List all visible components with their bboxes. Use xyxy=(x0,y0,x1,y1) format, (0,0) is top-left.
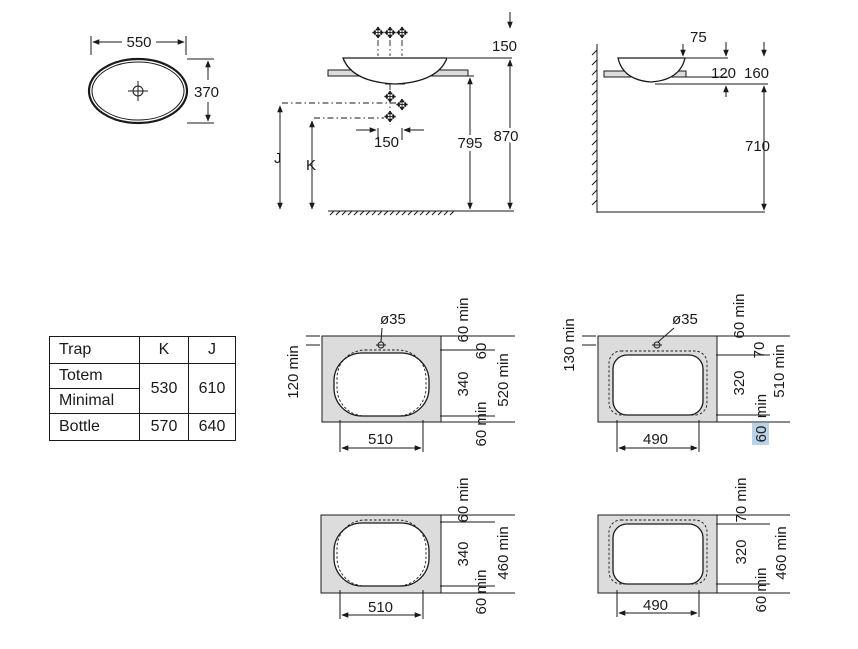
svg-text:✥: ✥ xyxy=(396,97,409,114)
tap-spacing-150: 150 xyxy=(374,134,399,151)
header-j: J xyxy=(188,336,236,364)
depth-dimension: 370 xyxy=(194,84,219,101)
cutout-d-460min: 460 min xyxy=(773,526,790,579)
selection-highlight xyxy=(752,423,769,445)
row-j-totem: 610 xyxy=(188,363,236,414)
cutout-b-70: 70 xyxy=(751,342,768,359)
cutout-a-d35: ø35 xyxy=(380,311,406,328)
cutout-c-340: 340 xyxy=(455,541,472,566)
header-k: K xyxy=(139,336,189,364)
cutout-d-opening xyxy=(612,523,704,585)
cutout-b-60b-min: min xyxy=(753,394,770,418)
cutout-a-520min: 520 min xyxy=(495,353,512,406)
svg-text:✥: ✥ xyxy=(384,25,397,42)
cutout-d-60bmin: 60 min xyxy=(753,567,770,612)
cutout-a-510: 510 xyxy=(368,431,393,448)
cutout-c-60bmin: 60 min xyxy=(473,569,490,614)
row-name-bottle: Bottle xyxy=(49,413,140,441)
cutout-b-opening xyxy=(612,354,704,416)
row-name-totem: Totem xyxy=(49,363,140,389)
row-k-bottle: 570 xyxy=(139,413,189,441)
side-dim-160: 160 xyxy=(744,65,769,82)
top-view: 550 370 xyxy=(87,34,219,125)
cutout-a-340: 340 xyxy=(455,371,472,396)
side-dim-120: 120 xyxy=(711,65,736,82)
svg-text:✥: ✥ xyxy=(396,25,409,42)
trap-table: Trap K J Totem 530 610 Minimal Bottle 57… xyxy=(49,336,236,441)
width-dimension: 550 xyxy=(126,34,151,51)
j-dimension: J xyxy=(274,150,282,167)
cutout-b-510min: 510 min xyxy=(771,344,788,397)
side-dim-75: 75 xyxy=(690,29,707,46)
cutout-a-opening xyxy=(333,352,430,417)
height-870: 870 xyxy=(493,128,518,145)
table-row: Bottle 570 640 xyxy=(49,413,236,441)
cutout-a-60min: 60 min xyxy=(455,297,472,342)
height-795: 795 xyxy=(457,135,482,152)
row-name-minimal: Minimal xyxy=(49,388,140,414)
basin-outer-outline xyxy=(87,57,189,125)
front-view: ✥ ✥ ✥ 150 ✥ ✥ ✥ 150 J K 795 xyxy=(274,12,522,216)
cutout-b: ø35 130 min 60 min 70 320 510 min 60 min… xyxy=(561,293,790,452)
cutout-c-opening xyxy=(333,522,430,587)
side-dim-710: 710 xyxy=(745,138,770,155)
table-header-row: Trap K J xyxy=(49,336,236,364)
cutout-c-510: 510 xyxy=(368,599,393,616)
cutout-d-490: 490 xyxy=(643,597,668,614)
side-basin-section xyxy=(617,57,686,83)
svg-text:✥: ✥ xyxy=(384,109,397,126)
header-trap: Trap xyxy=(49,336,140,364)
cutout-a-60: 60 xyxy=(473,343,490,360)
cutout-b-320: 320 xyxy=(731,370,748,395)
svg-text:✥: ✥ xyxy=(384,89,397,106)
basin-section xyxy=(342,57,448,85)
table-row: Totem 530 610 xyxy=(49,363,236,414)
cutout-c: 60 min 340 460 min 60 min 510 xyxy=(320,477,515,619)
table-row: Minimal xyxy=(49,388,236,414)
cutout-c-460min: 460 min xyxy=(495,526,512,579)
cutout-b-60b: 60 xyxy=(753,426,770,443)
cutout-d-70min: 70 min xyxy=(733,477,750,522)
side-view: 75 120 160 710 xyxy=(591,29,770,213)
cutout-a-60bmin: 60 min xyxy=(473,401,490,446)
row-j-bottle: 640 xyxy=(188,413,236,441)
rim-height-150: 150 xyxy=(492,38,517,55)
cutout-b-60min: 60 min xyxy=(731,293,748,338)
cutout-a: ø35 120 min 60 min 60 340 520 min 60 min… xyxy=(285,297,515,452)
cutout-b-490: 490 xyxy=(643,431,668,448)
k-dimension: K xyxy=(306,157,316,174)
svg-text:✥: ✥ xyxy=(372,25,385,42)
cutout-b-130min: 130 min xyxy=(561,318,578,371)
row-k-totem: 530 xyxy=(139,363,189,414)
cutout-a-120min: 120 min xyxy=(285,345,302,398)
cutout-d: 70 min 320 460 min 60 min 490 xyxy=(597,477,790,617)
cutout-b-d35: ø35 xyxy=(672,311,698,328)
cutout-d-320: 320 xyxy=(733,539,750,564)
basin-inner-outline xyxy=(91,61,185,121)
cutout-c-60min: 60 min xyxy=(455,477,472,522)
